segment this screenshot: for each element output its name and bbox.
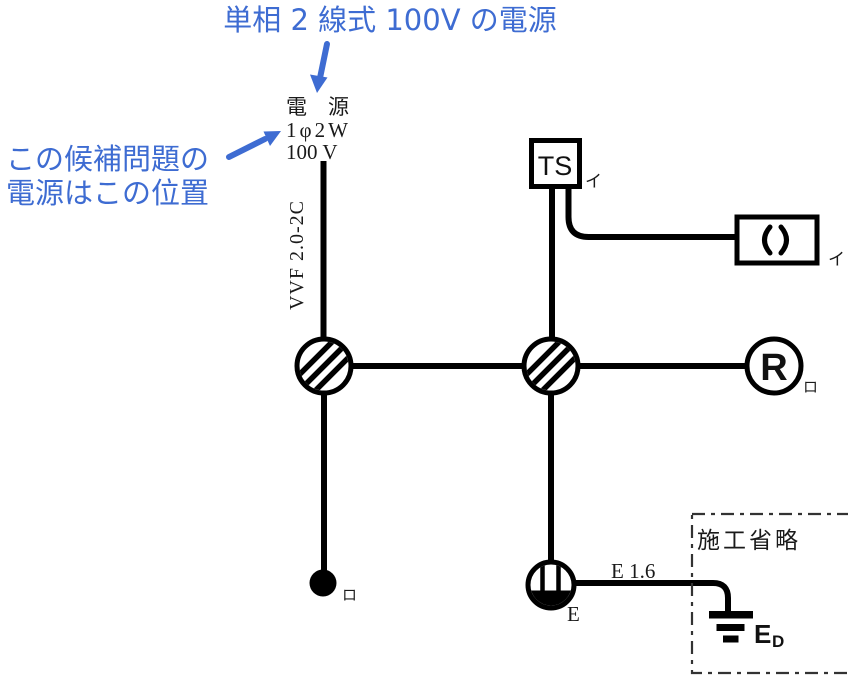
omission-box-label: 施工省略	[697, 528, 801, 553]
power-source-labels: 電 源 1φ2W 100 V VVF 2.0-2C	[286, 95, 351, 310]
ceiling-rosette-box	[734, 214, 820, 266]
ground-label: E D	[754, 619, 784, 651]
hatch-line	[300, 342, 348, 390]
rosette-paren-right	[778, 224, 789, 256]
hatch-line	[526, 341, 567, 382]
ground-label-subscript: D	[772, 632, 784, 651]
timer-switch-box	[529, 138, 582, 189]
ground-icon	[709, 611, 753, 643]
junction-box-left-icon	[294, 336, 354, 396]
lamp-receptacle-circle	[744, 336, 804, 396]
cable-type-label: VVF 2.0-2C	[286, 200, 308, 310]
power-source-title: 電 源	[286, 95, 349, 119]
power-source-phase: 1φ2W	[286, 118, 351, 142]
ground-label-main: E	[754, 619, 771, 649]
hatch-line	[535, 350, 576, 391]
down-arrow-icon	[310, 41, 330, 93]
power-source-voltage: 100 V	[286, 140, 338, 164]
switch-icon	[309, 569, 337, 597]
wire-ts-to-rosette	[565, 186, 737, 240]
blue-annotations: 単相 2 線式 100V の電源 この候補問題の 電源はこの位置	[6, 3, 557, 210]
left-annotation-line1: この候補問題の	[6, 142, 209, 176]
wire-outlet-to-ground	[573, 580, 731, 612]
pointer-arrow-icon	[226, 131, 281, 160]
ceiling-rosette-circuit-label: イ	[828, 250, 845, 269]
ground-bar-bottom	[723, 635, 739, 643]
hatch-line	[527, 342, 575, 390]
lamp-receptacle-label: R	[760, 347, 787, 389]
ground-bar-mid	[716, 624, 745, 631]
omission-box-border	[690, 512, 848, 675]
ceiling-rosette-icon	[734, 214, 820, 266]
left-annotation-line2: 電源はこの位置	[6, 176, 209, 210]
junction-box-middle-icon	[521, 336, 581, 396]
top-annotation: 単相 2 線式 100V の電源	[223, 3, 557, 37]
timer-switch-label: TS	[538, 151, 573, 181]
outlet-earth-label: E	[567, 602, 580, 626]
lamp-receptacle-circuit-label: ロ	[803, 380, 818, 396]
rosette-paren-left	[762, 224, 773, 256]
ground-cable-label: E 1.6	[611, 559, 655, 583]
omission-box: 施工省略	[690, 512, 848, 675]
timer-switch-icon: TS	[529, 138, 582, 189]
wires	[320, 161, 748, 612]
timer-switch-circuit-label: イ	[585, 172, 602, 191]
lamp-receptacle-icon: R	[744, 336, 804, 396]
ground-bar-top	[709, 611, 753, 619]
outlet-earth-fill	[530, 590, 572, 606]
hatch-line	[308, 350, 349, 391]
hatch-line	[299, 341, 340, 382]
switch-circuit-label: ロ	[342, 588, 357, 604]
outlet-icon	[525, 559, 577, 611]
